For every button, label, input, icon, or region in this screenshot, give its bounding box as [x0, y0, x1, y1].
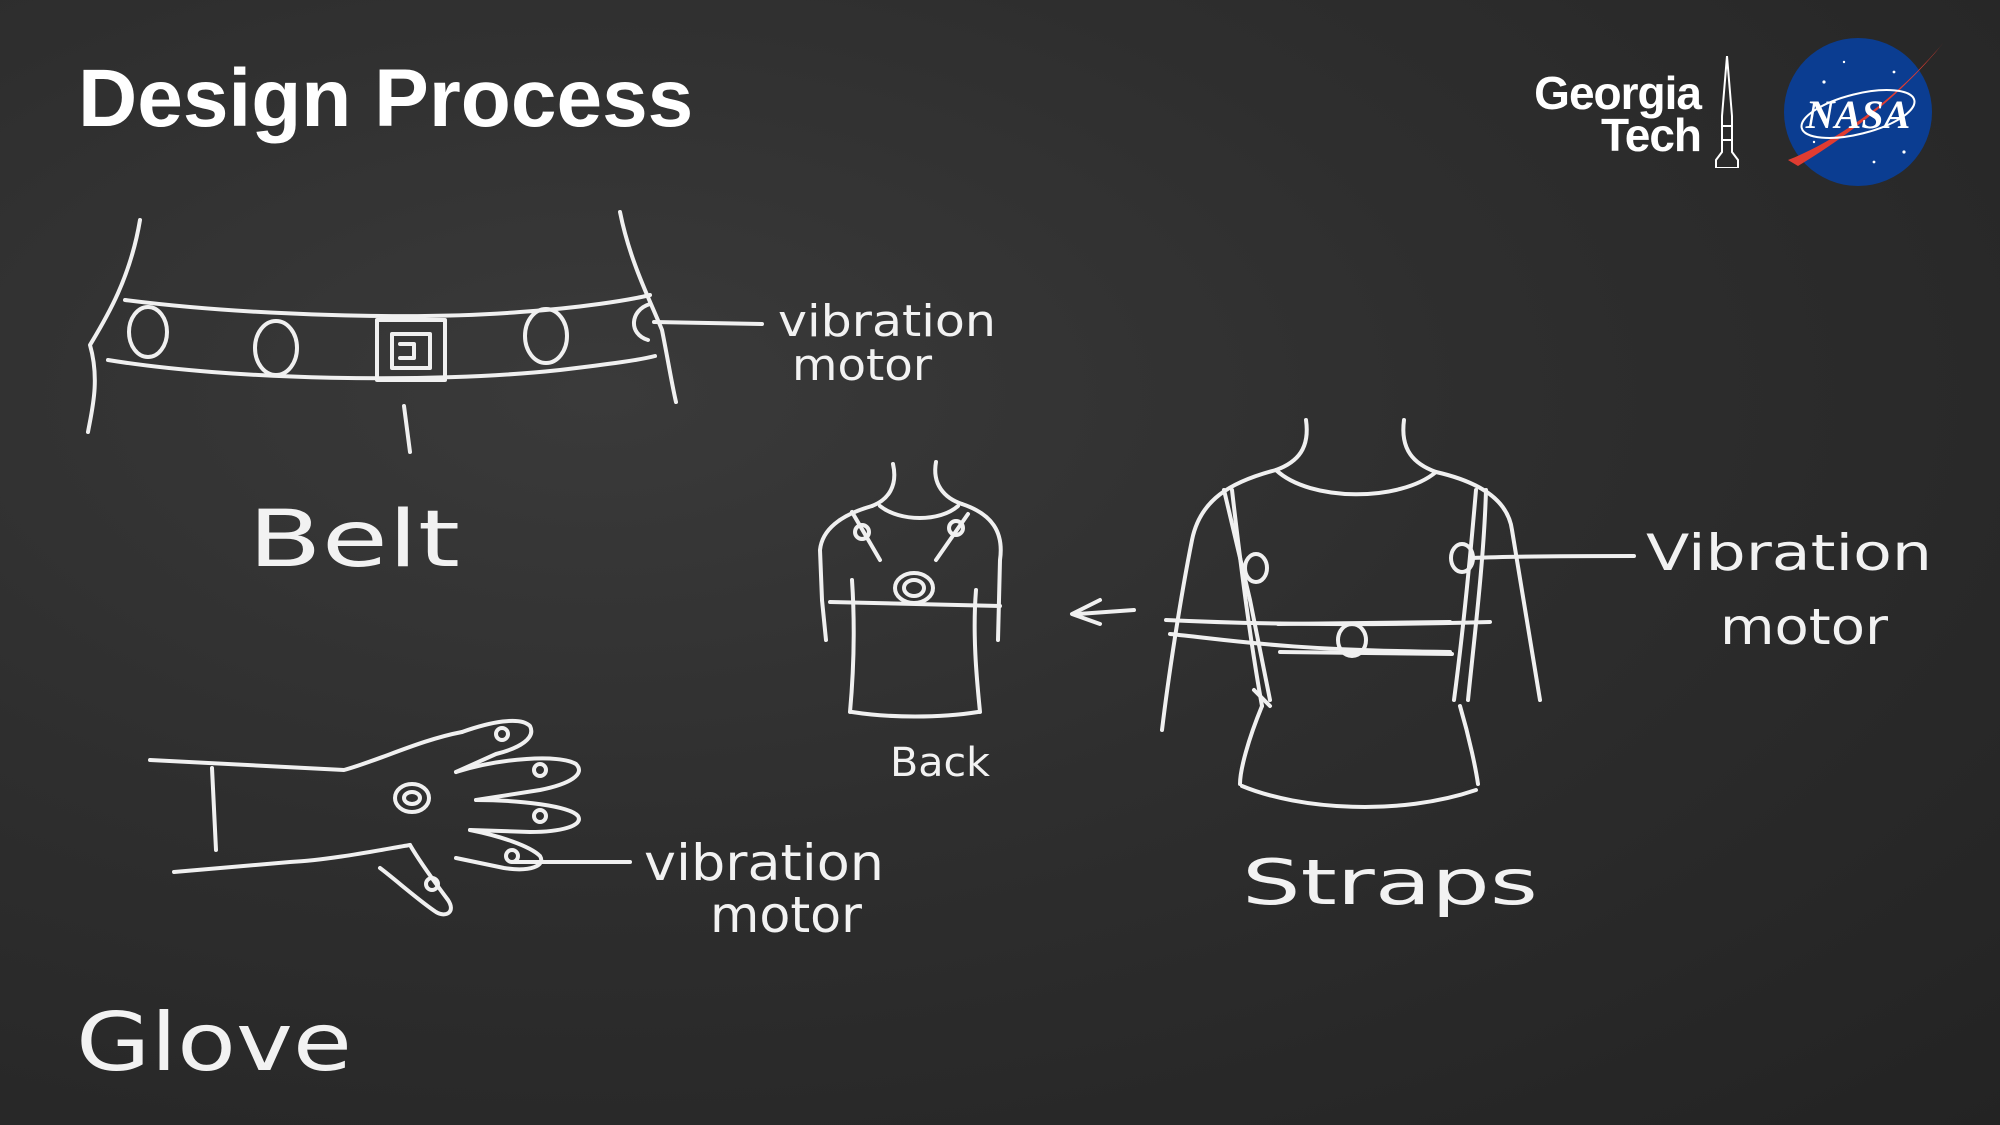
glove-caption: Glove	[76, 996, 352, 1089]
back-hem	[850, 710, 980, 719]
back-torso-right	[972, 588, 982, 714]
belt-motor-leader	[652, 320, 764, 326]
back-neckline	[878, 504, 960, 520]
glove-finger-motor-3	[532, 808, 548, 824]
straps-torso-left	[1238, 704, 1264, 786]
georgia-tech-logo: Georgia Tech	[1480, 56, 1745, 176]
glove-finger-motor-2	[532, 762, 548, 778]
glove-finger-3	[468, 798, 581, 834]
belt-motor-1	[127, 305, 169, 359]
belt-motor-4	[632, 302, 652, 342]
back-motor-left	[853, 523, 871, 541]
glove-cuff	[210, 766, 218, 852]
arrow-shaft	[1076, 608, 1136, 616]
straps-band-bottom	[1168, 632, 1452, 654]
glove-arm-top	[148, 730, 464, 772]
glove-finger-2	[454, 756, 581, 802]
straps-torso-right	[1458, 704, 1480, 786]
glove-palm-motor-inner	[402, 790, 422, 806]
georgia-tech-logo-line2: Tech	[1601, 109, 1702, 161]
belt-motor-3	[523, 307, 569, 365]
straps-hem	[1240, 784, 1478, 809]
nasa-logo-text: NASA	[1805, 92, 1911, 137]
back-shoulder-right	[960, 502, 1003, 642]
straps-neck-left	[1274, 418, 1309, 472]
straps-chest-band-top	[1276, 620, 1452, 626]
straps-motor-left	[1243, 552, 1269, 584]
belt-motor-2	[253, 319, 299, 377]
straps-strap-right-outer	[1452, 488, 1478, 702]
belt-tick	[402, 404, 412, 454]
back-shoulder-left	[818, 504, 874, 602]
belt-buckle-inner	[390, 332, 432, 370]
glove-thumb-motor	[424, 876, 440, 892]
belt-caption: Belt	[248, 495, 460, 585]
nasa-meatball-logo: NASA	[1784, 38, 1944, 186]
belt-band-top	[123, 293, 652, 318]
glove-motor-label-2: motor	[710, 886, 862, 944]
glove-palm-motor-outer	[393, 782, 431, 814]
belt-buckle-outer	[375, 318, 447, 382]
straps-shoulder-right	[1434, 470, 1542, 702]
straps-caption: Straps	[1242, 846, 1538, 919]
belt-waist-right	[618, 210, 678, 404]
belt-sketch	[86, 210, 764, 454]
back-center-motor-outer	[893, 571, 935, 605]
back-caption: Back	[890, 740, 991, 786]
straps-sketch	[1160, 418, 1636, 809]
straps-neck-right	[1401, 418, 1438, 474]
belt-motor-label-1: vibration	[778, 296, 996, 347]
belt-buckle-mark	[398, 342, 416, 360]
back-arm-left	[820, 598, 828, 642]
straps-strap-left-inner	[1230, 488, 1264, 708]
back-neck-left	[870, 462, 897, 508]
slide-title: Design Process	[78, 53, 694, 144]
back-sketch	[818, 460, 1003, 719]
glove-finger-1	[454, 718, 534, 774]
straps-motor-center	[1336, 622, 1368, 658]
straps-chest-band-bottom	[1278, 650, 1454, 656]
tech-tower-icon	[1715, 56, 1739, 168]
arrow-sketch	[1070, 598, 1136, 626]
straps-motor-leader	[1470, 554, 1636, 560]
straps-motor-label-2: motor	[1720, 598, 1888, 656]
glove-sketch	[148, 718, 632, 917]
straps-shoulder-left	[1160, 468, 1278, 732]
belt-motor-label-2: motor	[792, 340, 933, 391]
back-motor-right	[947, 519, 965, 537]
straps-motor-label-1: Vibration	[1646, 524, 1932, 582]
glove-finger-motor-1	[494, 726, 510, 742]
back-neck-right	[933, 460, 964, 506]
glove-motor-label-1: vibration	[644, 834, 884, 892]
straps-lower-left	[1252, 688, 1272, 708]
glove-thumb	[378, 843, 453, 917]
belt-waist-left	[86, 218, 142, 434]
back-strap-right	[934, 512, 970, 562]
belt-band-bottom	[106, 354, 657, 381]
arrow-head	[1070, 598, 1102, 626]
georgia-tech-logo-line1: Georgia	[1534, 67, 1702, 119]
glove-arm-bottom	[172, 843, 412, 874]
straps-neckline	[1274, 468, 1438, 497]
back-torso-left	[848, 578, 856, 714]
back-center-motor-inner	[902, 578, 926, 598]
straps-strap-left-outer	[1222, 488, 1272, 702]
glove-finger-4	[454, 828, 544, 872]
straps-strap-right-inner	[1466, 488, 1488, 702]
